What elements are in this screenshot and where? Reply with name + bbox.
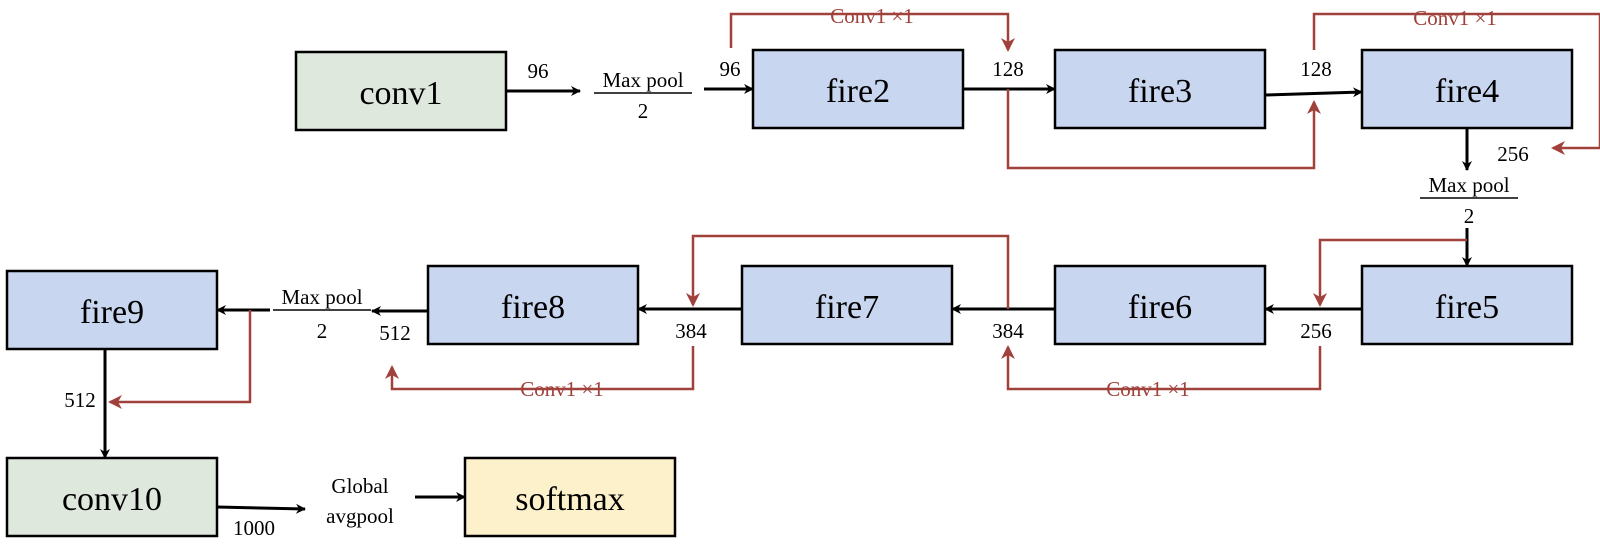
maxpool-1-kernel: 2	[638, 99, 649, 123]
global-avgpool-line1: Global	[331, 474, 388, 498]
fire3-block: fire3	[1053, 48, 1267, 130]
maxpool-2-kernel: 2	[1464, 204, 1475, 228]
fire3-label: fire3	[1128, 73, 1192, 110]
global-avgpool-line2: avgpool	[326, 504, 394, 528]
label-256-a: 256	[1497, 142, 1529, 166]
bypass-top-2	[1312, 12, 1600, 155]
bypass-fire8-fire9	[108, 310, 252, 409]
label-256-b: 256	[1300, 319, 1332, 343]
maxpool-3-label: Max pool	[281, 285, 362, 309]
maxpool-3: Max pool 2	[273, 285, 371, 343]
fire6-block: fire6	[1053, 264, 1267, 346]
maxpool-1: Max pool 2	[594, 68, 692, 123]
softmax-block: softmax	[463, 456, 677, 538]
fire4-label: fire4	[1435, 73, 1499, 110]
label-384-b: 384	[675, 319, 707, 343]
fire5-label: fire5	[1435, 289, 1499, 326]
fire5-block: fire5	[1360, 264, 1574, 346]
maxpool-3-kernel: 2	[317, 319, 328, 343]
fire6-label: fire6	[1128, 289, 1192, 326]
bypass-label-3: Conv1 ×1	[520, 377, 604, 401]
fire2-block: fire2	[751, 48, 965, 130]
fire9-label: fire9	[80, 294, 144, 331]
label-128-a: 128	[992, 57, 1024, 81]
fire8-label: fire8	[501, 289, 565, 326]
bypass-fire6-fire7	[686, 234, 1010, 309]
bypass-fire2-fire4	[1006, 89, 1321, 170]
maxpool-2: Max pool 2	[1420, 173, 1518, 228]
label-128-b: 128	[1300, 57, 1332, 81]
label-1000: 1000	[233, 516, 275, 540]
label-512-a: 512	[379, 321, 411, 345]
label-384-a: 384	[992, 319, 1024, 343]
fire2-label: fire2	[826, 73, 890, 110]
fire9-block: fire9	[5, 269, 219, 351]
maxpool-2-label: Max pool	[1428, 173, 1509, 197]
bypass-label-4: Conv1 ×1	[1106, 377, 1190, 401]
bypass-fire6-fire8	[1001, 345, 1322, 391]
softmax-label: softmax	[515, 481, 625, 518]
conv1-label: conv1	[359, 75, 442, 112]
conv1-block: conv1	[294, 50, 508, 132]
fire4-block: fire4	[1360, 48, 1574, 130]
global-avgpool: Global avgpool	[326, 474, 394, 528]
bypass-fire7-fire8	[385, 346, 695, 391]
fire8-block: fire8	[426, 264, 640, 346]
bypass-label-1: Conv1 ×1	[830, 4, 914, 28]
conv10-block: conv10	[5, 456, 219, 538]
maxpool-1-label: Max pool	[602, 68, 683, 92]
label-96-a: 96	[528, 59, 549, 83]
bypass-label-2: Conv1 ×1	[1413, 6, 1497, 30]
fire7-block: fire7	[740, 264, 954, 346]
arrow-fire3-fire4	[1264, 87, 1363, 98]
label-96-b: 96	[720, 57, 741, 81]
arrow-conv10-avgpool	[216, 503, 306, 514]
conv10-label: conv10	[62, 481, 162, 518]
label-512-b: 512	[64, 388, 96, 412]
bypass-fire5-fire6	[1313, 238, 1467, 307]
bypass-top-1	[729, 12, 1015, 52]
fire7-label: fire7	[815, 289, 879, 326]
